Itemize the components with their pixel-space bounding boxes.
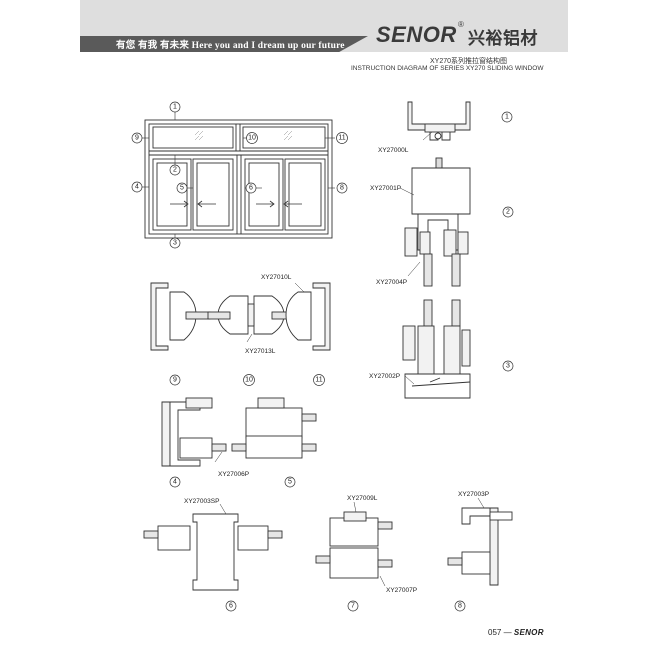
svg-text:4: 4 [135,184,139,191]
svg-text:1: 1 [505,114,509,121]
svg-text:8: 8 [458,603,462,610]
svg-text:5: 5 [288,479,292,486]
sash-2 [192,158,234,231]
section-6-mullion [143,513,283,591]
callout-8 [336,182,348,194]
callout-10 [246,132,258,144]
part-label-xy27010l: XY27010L [261,274,292,281]
footer-dash: — [503,628,512,637]
callout-2 [169,164,181,176]
svg-text:3: 3 [173,240,177,247]
section-number-4 [169,476,181,488]
svg-text:2: 2 [506,209,510,216]
brand-chinese-name: 兴裕铝材 [468,29,538,48]
section-number-3 [502,360,514,372]
part-label-xy27004p: XY27004P [376,279,407,286]
section-1-top-frame [407,101,471,141]
sash-4 [284,158,326,231]
svg-text:10: 10 [248,135,256,142]
section-number-7 [347,600,359,612]
section-8-side-frame [447,507,513,586]
svg-text:4: 4 [173,479,177,486]
svg-text:9: 9 [173,377,177,384]
callout-5 [176,182,188,194]
callout-6 [245,182,257,194]
diagram-title-english: INSTRUCTION DIAGRAM OF SERIES XY270 SLID… [351,65,544,72]
svg-text:8: 8 [340,185,344,192]
section-4-side-frame [161,397,227,467]
section-11-jamb [285,282,331,351]
top-glass-left [152,126,234,149]
section-7-interlock [315,511,393,579]
callout-3 [169,237,181,249]
section-5-meeting-stile [231,397,317,459]
callout-11 [336,132,348,144]
section-number-2 [502,206,514,218]
section-number-6 [225,600,237,612]
svg-text:7: 7 [351,603,355,610]
slogan-text: 有您 有我 有未来 Here you and I dream up our fu… [116,41,345,51]
section-number-5 [284,476,296,488]
diagram-title-chinese: XY270系列推拉窗结构图 [430,58,508,65]
part-label-xy27007p: XY27007P [386,587,417,594]
svg-text:6: 6 [229,603,233,610]
section-3-bottom-frame [402,299,471,399]
senor-logo: SENOR [376,22,457,47]
section-number-9 [169,374,181,386]
footer-brand: SENOR [513,628,544,637]
svg-text:2: 2 [173,167,177,174]
part-label-xy27001p: XY27001P [370,185,401,192]
page-number: 057 [488,628,502,637]
part-label-xy27013l: XY27013L [245,348,276,355]
callout-1 [169,101,181,113]
section-10-interlock [207,295,297,335]
registered-mark: ® [458,20,464,29]
callout-4 [131,181,143,193]
part-label-xy27009l: XY27009L [347,495,378,502]
part-label-xy27002p: XY27002P [369,373,400,380]
svg-text:5: 5 [180,185,184,192]
section-number-10 [243,374,255,386]
svg-text:9: 9 [135,135,139,142]
section-number-11 [313,374,325,386]
sash-arrows-left [170,200,216,208]
svg-text:10: 10 [245,377,253,384]
sash-1 [152,158,192,231]
svg-text:11: 11 [315,377,322,384]
part-label-xy27006p: XY27006P [218,471,249,478]
section-number-1 [501,111,513,123]
callout-9 [131,132,143,144]
window-elevation [144,119,333,239]
elevation-callouts: 1 9 10 11 2 4 5 6 8 3 [131,101,348,249]
outer-frame [144,119,333,239]
part-label-xy27003sp: XY27003SP [184,498,219,505]
inner-frame [148,123,329,235]
svg-text:1: 1 [173,104,177,111]
section-9-jamb [150,282,211,351]
svg-text:11: 11 [338,135,345,142]
section-2-transom [404,157,471,287]
part-label-xy27003p: XY27003P [458,491,489,498]
sash-arrows-right [256,200,302,208]
slogan-band [80,36,368,52]
svg-text:6: 6 [249,185,253,192]
page-footer: 057 — SENOR [488,628,544,637]
svg-text:3: 3 [506,363,510,370]
top-glass-right [242,126,326,149]
section-number-8 [454,600,466,612]
part-label-xy27000l: XY27000L [378,147,409,154]
sash-3 [244,158,284,231]
